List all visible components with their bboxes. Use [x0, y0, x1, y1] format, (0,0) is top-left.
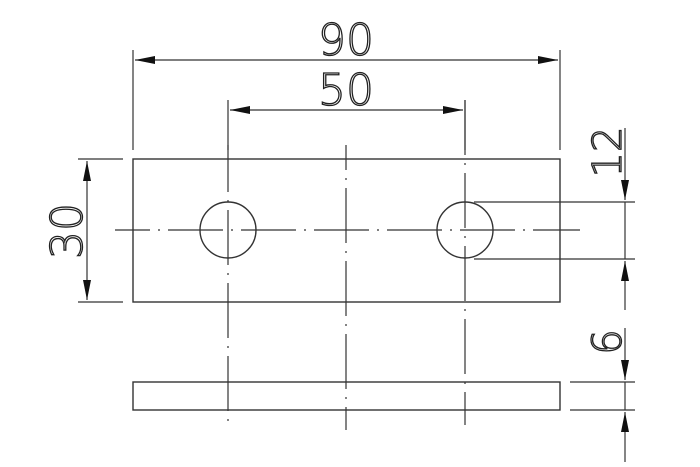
dim-text-90: 90	[318, 15, 374, 66]
dim-text-30: 30	[42, 203, 93, 259]
dim-text-12: 12	[585, 127, 631, 178]
dim-text-50: 50	[318, 65, 374, 116]
dim-text-6: 6	[585, 329, 631, 354]
center-lines	[115, 100, 580, 430]
